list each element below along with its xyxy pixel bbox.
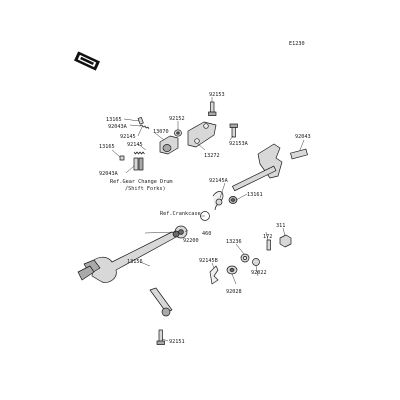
leader-lines [111, 97, 305, 342]
part-labels: 92153 13165 92043A 92152 13070 92145 921… [99, 92, 311, 345]
label-13156: 13156 [127, 259, 143, 265]
label-92145-lower: 92145 [127, 142, 143, 148]
label-92153: 92153 [209, 92, 225, 98]
lever-13070-part [159, 135, 179, 155]
label-92200: 92200 [183, 238, 199, 244]
label-13272: 13272 [204, 153, 220, 159]
pin-13165-lower-part [119, 155, 125, 161]
label-92043: 92043 [295, 134, 311, 140]
spring-92145a-part [212, 191, 224, 211]
label-92151: 92151 [169, 339, 185, 345]
label-311: 311 [276, 223, 285, 229]
pin-92043-part [290, 148, 308, 160]
nut-311-part [279, 234, 292, 248]
ref-gear-change-drum-line1: Ref.Gear Change Drum [110, 179, 172, 185]
label-92145a: 92145A [209, 178, 229, 184]
shift-shaft-13161-part [228, 143, 283, 204]
label-13165-lower: 13165 [99, 144, 115, 150]
label-92022: 92022 [251, 270, 267, 276]
bolt-92153a-part [229, 123, 238, 138]
label-92152: 92152 [169, 116, 185, 122]
ref-gear-change-drum-line2: /Shift Forks) [125, 186, 166, 192]
label-92145b: 92145B [199, 258, 218, 264]
pin-92043a-part [133, 157, 144, 171]
label-13236: 13236 [226, 239, 242, 245]
label-172: 172 [263, 234, 272, 240]
reference-notes: Ref.Gear Change Drum /Shift Forks) Ref.C… [110, 179, 201, 217]
label-92043a-lower: 92043A [99, 171, 119, 177]
bolt-92151-part [156, 329, 165, 345]
collar-92028-part [226, 265, 238, 275]
spring-92145-lower-part [133, 151, 145, 155]
kawasaki-logo [74, 51, 100, 71]
plate-13272-part [187, 121, 217, 148]
label-92145-upper: 92145 [120, 134, 136, 140]
spring-92145-upper-part [139, 124, 150, 130]
figure-number: E1230 [289, 41, 305, 47]
washer-13236-part [240, 253, 250, 263]
label-92153a: 92153A [229, 141, 249, 147]
ref-crankcase: Ref.Crankcase [160, 211, 201, 217]
label-13161: 13161 [247, 192, 263, 198]
collar-92152-part [174, 129, 182, 137]
label-13165-upper: 13165 [106, 117, 122, 123]
label-13070: 13070 [153, 129, 169, 135]
spring-92145b-part [209, 265, 219, 285]
label-92028: 92028 [226, 289, 242, 295]
washer-92022-part [252, 258, 260, 266]
bolt-172-part [266, 239, 271, 251]
label-92043a-upper: 92043A [108, 124, 128, 130]
label-460: 460 [202, 231, 211, 237]
gear-pedal-13156-part [77, 230, 180, 317]
pin-13165-upper-part [137, 116, 144, 125]
bolt-92153-part [208, 101, 217, 116]
